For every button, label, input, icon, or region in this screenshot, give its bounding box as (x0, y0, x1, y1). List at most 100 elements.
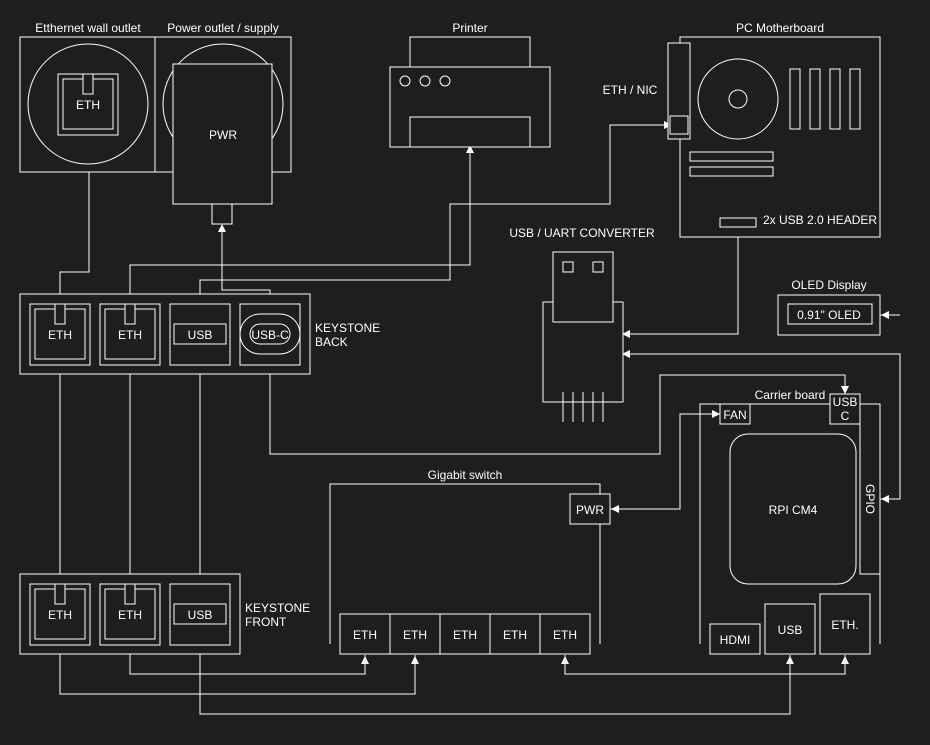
switch-pwr-port (569, 493, 611, 525)
pcie-slot (689, 151, 774, 162)
keystone-back-eth1-tab (54, 303, 66, 325)
arrowhead (712, 410, 720, 418)
wire-front-usb-to-carrier-usb (199, 645, 791, 715)
carrier-usb-port (764, 603, 816, 655)
wire-back-usbc-to-carrier-usbc (269, 365, 846, 455)
switch-eth-port (339, 613, 391, 655)
rpi-cm4-label: RPI CM4 (769, 503, 818, 517)
arrowhead (611, 505, 619, 513)
oled-board (777, 294, 881, 336)
switch-eth-port-label: ETH (353, 628, 377, 642)
power-outlet: Power outlet / supply PWR (154, 21, 292, 225)
switch-eth-port-label: ETH (453, 628, 477, 642)
oled-screen (787, 303, 873, 325)
gpio-header (859, 403, 881, 575)
printer: Printer (389, 21, 551, 148)
power-supply-body (172, 63, 273, 205)
switch-eth-port-label: ETH (403, 628, 427, 642)
carrier-usb-label: USB (778, 623, 803, 637)
keystone-back-usb-label: USB (188, 328, 213, 342)
switch-eth-port (389, 613, 441, 655)
arrowhead (561, 656, 569, 664)
keystone-back-label-line1: KEYSTONE (315, 321, 380, 335)
ram-slot (809, 68, 821, 130)
wire-front-eth1-to-switch-eth2 (59, 645, 416, 695)
uart-plug-hole (592, 261, 604, 273)
arrowhead (841, 386, 849, 394)
switch-pwr-label: PWR (576, 503, 604, 517)
power-supply-plug (211, 203, 233, 225)
keystone-front-eth1-label: ETH (48, 608, 72, 622)
keystone-front-usb-port (169, 583, 231, 646)
wall-outlet-ring (27, 43, 149, 165)
carrier-usbc-label-line2: C (841, 409, 850, 423)
arrowhead (841, 656, 849, 664)
arrowhead (218, 224, 226, 232)
keystone-back-usbc-label: USB-C (251, 328, 289, 342)
printer-output-slot (409, 116, 531, 148)
power-supply-label: PWR (209, 128, 237, 142)
keystone-back-usbc-outer (239, 313, 301, 355)
switch-body (329, 483, 601, 644)
carrier-usbc-label-line1: USB (833, 395, 858, 409)
pcie-slot (689, 166, 774, 177)
gpio-label: GPIO (863, 484, 877, 514)
ram-slot (849, 68, 861, 130)
cpu-fan-hub (728, 89, 748, 109)
wire-usb-header-to-uart (623, 227, 739, 335)
gigabit-switch: Gigabit switch PWR ETH ETH ETH ETH ETH (329, 468, 611, 655)
printer-button-icon (399, 75, 411, 87)
switch-eth-port (539, 613, 591, 655)
keystone-back-eth2-label: ETH (118, 328, 142, 342)
arrowhead (622, 330, 630, 338)
arrowhead (786, 656, 794, 664)
wire-printer-to-keystone-back-eth2 (129, 147, 471, 305)
keystone-front-eth2-tab (124, 583, 136, 605)
keystone-front-eth1-tab (54, 583, 66, 605)
connections (59, 124, 901, 715)
arrowhead (361, 656, 369, 664)
keystone-front-label-line2: FRONT (245, 615, 287, 629)
motherboard-board (679, 36, 881, 238)
printer-body (389, 66, 551, 148)
keystone-back-panel (19, 293, 311, 375)
wire-switch-eth5-to-carrier-eth (564, 655, 846, 675)
arrowhead (881, 311, 889, 319)
eth-nic-label: ETH / NIC (603, 83, 658, 97)
arrowhead (411, 656, 419, 664)
arrowhead (622, 350, 630, 358)
arrowhead (466, 145, 474, 153)
usb-header-label: 2x USB 2.0 HEADER (763, 213, 877, 227)
wall-eth-label: ETH (76, 98, 100, 112)
nic-port (669, 115, 689, 135)
carrier-eth-port (819, 593, 871, 655)
printer-button-icon (439, 75, 451, 87)
wire-nic-to-keystone-back-usb (199, 124, 670, 305)
usb-uart-label: USB / UART CONVERTER (509, 226, 655, 240)
printer-label: Printer (452, 21, 487, 35)
ethernet-wall-outlet: Etthernet wall outlet ETH (19, 21, 157, 173)
usb-uart-converter: USB / UART CONVERTER (509, 226, 655, 422)
keystone-front-eth2-label: ETH (118, 608, 142, 622)
keystone-back-usbc-socket (249, 323, 291, 345)
oled-screen-label: 0.91" OLED (797, 308, 861, 322)
ram-slot (789, 68, 801, 130)
carrier-hdmi-label: HDMI (720, 633, 751, 647)
carrier-board: Carrier board GPIO RPI CM4 FAN USB C HDM… (699, 388, 881, 655)
rpi-cm4-module (729, 433, 857, 585)
carrier-usbc-port (829, 393, 861, 425)
wire-switch-pwr-to-fan (610, 413, 721, 510)
keystone-back-usb-socket (173, 323, 227, 345)
wire-uart-to-gpio (623, 353, 901, 500)
keystone-back-eth1-label: ETH (48, 328, 72, 342)
arrowhead (881, 495, 889, 503)
uart-pins (562, 392, 604, 422)
ethernet-wall-outlet-label: Etthernet wall outlet (35, 21, 141, 35)
keystone-back-label-line2: BACK (315, 335, 348, 349)
uart-usb-plug (552, 251, 614, 323)
usb-header-pins (719, 217, 757, 228)
fan-label: FAN (723, 408, 746, 422)
keystone-front-usb-label: USB (188, 608, 213, 622)
wire-wall-eth-to-keystone-back-eth1 (59, 136, 90, 305)
